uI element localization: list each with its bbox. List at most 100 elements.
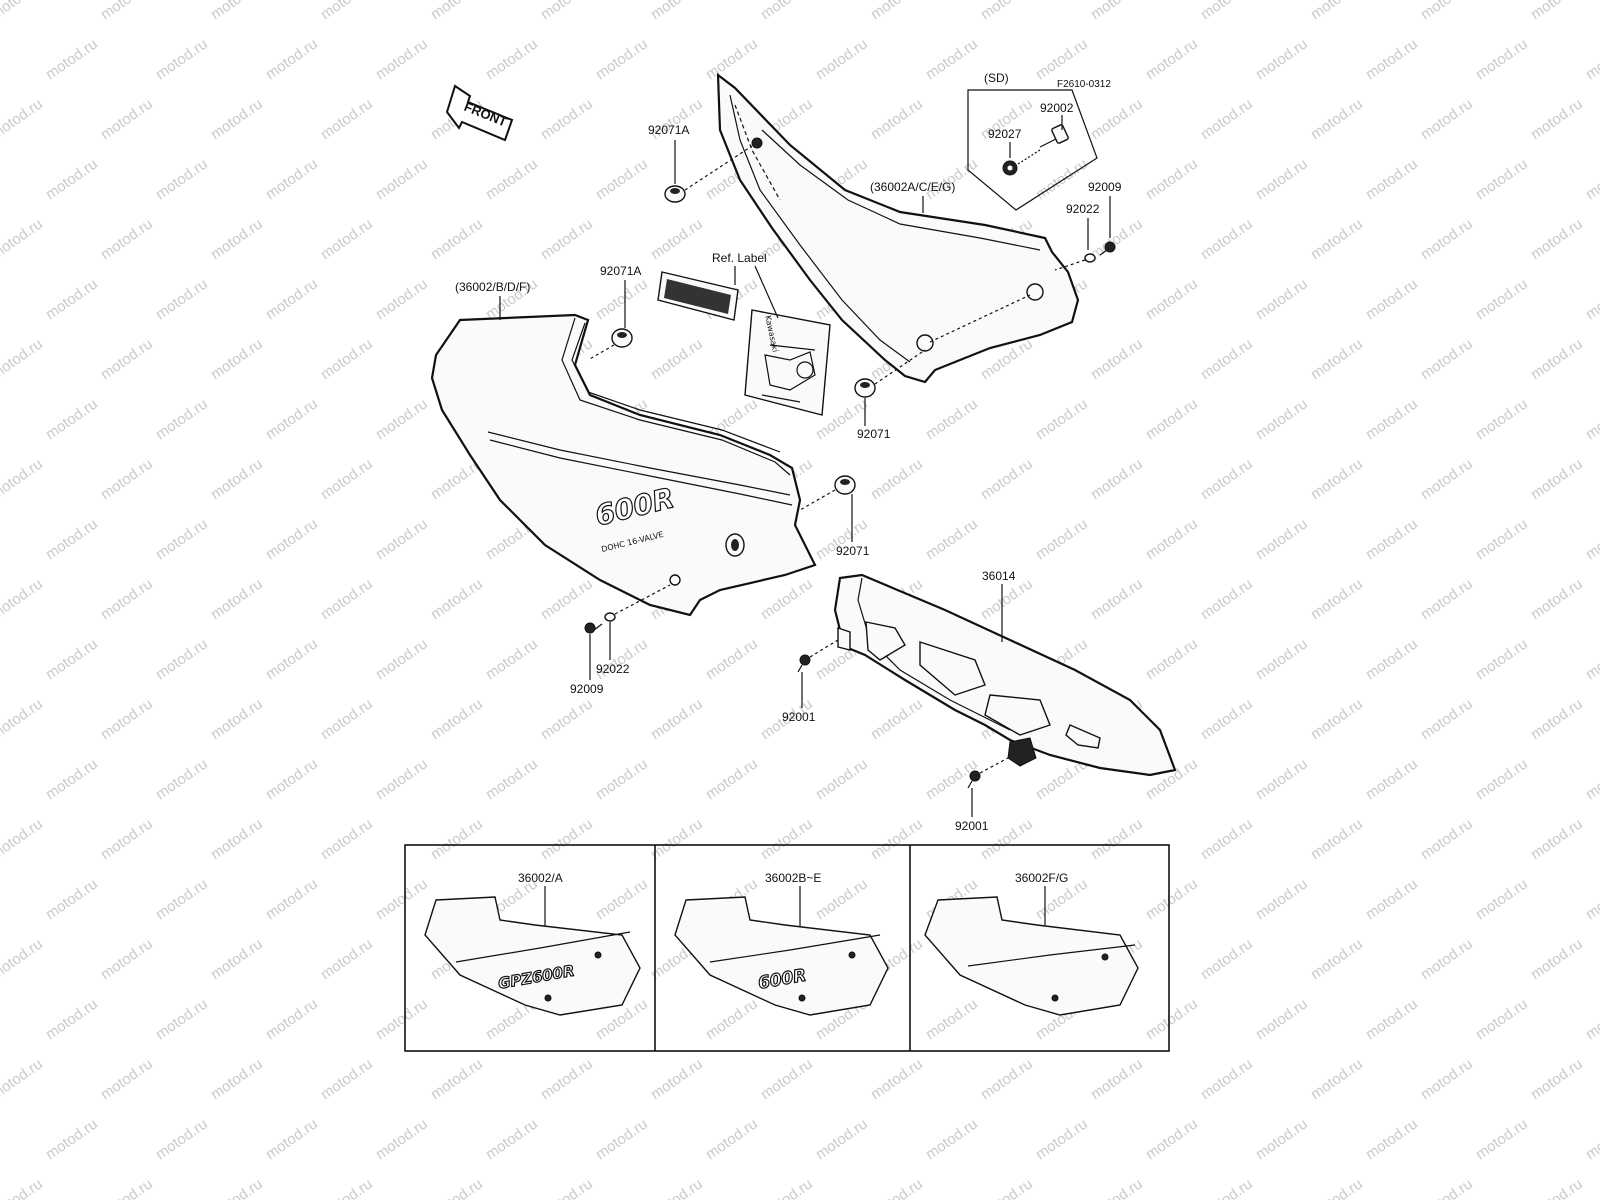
watermark-text: motod.ru: [1198, 1175, 1256, 1200]
watermark-text: motod.ru: [1528, 695, 1586, 743]
front-arrow-icon: FRONT: [445, 84, 514, 142]
watermark-text: motod.ru: [1143, 275, 1201, 323]
variant-label-36002fg: 36002F/G: [1015, 871, 1068, 885]
watermark-text: motod.ru: [208, 575, 266, 623]
watermark-text: motod.ru: [1583, 35, 1600, 83]
watermark-text: motod.ru: [593, 755, 651, 803]
watermark-text: motod.ru: [703, 635, 761, 683]
watermark-text: motod.ru: [1308, 215, 1366, 263]
watermark-text: motod.ru: [1143, 875, 1201, 923]
watermark-text: motod.ru: [978, 0, 1036, 23]
watermark-text: motod.ru: [1308, 695, 1366, 743]
watermark-text: motod.ru: [98, 695, 156, 743]
watermark-text: motod.ru: [98, 1055, 156, 1103]
watermark-text: motod.ru: [318, 575, 376, 623]
label-92027: 92027: [988, 127, 1022, 141]
watermark-text: motod.ru: [1198, 815, 1256, 863]
watermark-text: motod.ru: [263, 395, 321, 443]
watermark-text: motod.ru: [98, 335, 156, 383]
watermark-text: motod.ru: [1198, 455, 1256, 503]
watermark-text: motod.ru: [153, 875, 211, 923]
watermark-text: motod.ru: [373, 395, 431, 443]
watermark-text: motod.ru: [1363, 875, 1421, 923]
watermark-text: motod.ru: [1033, 395, 1091, 443]
watermark-text: motod.ru: [1473, 515, 1531, 563]
watermark-text: motod.ru: [483, 755, 541, 803]
watermark-text: motod.ru: [868, 0, 926, 23]
watermark-text: motod.ru: [593, 35, 651, 83]
watermark-text: motod.ru: [868, 815, 926, 863]
nut-92027: [1002, 149, 1041, 176]
label-36002bdf: (36002/B/D/F): [455, 280, 530, 294]
watermark-text: motod.ru: [1363, 635, 1421, 683]
watermark-text: motod.ru: [1143, 395, 1201, 443]
watermark-text: motod.ru: [538, 0, 596, 23]
watermark-text: motod.ru: [1088, 95, 1146, 143]
watermark-text: motod.ru: [208, 695, 266, 743]
watermark-text: motod.ru: [538, 1175, 596, 1200]
watermark-text: motod.ru: [868, 455, 926, 503]
watermark-text: motod.ru: [868, 1055, 926, 1103]
label-36002acg: (36002A/C/E/G): [870, 180, 955, 194]
watermark-text: motod.ru: [318, 0, 376, 23]
watermark-text: motod.ru: [1253, 1115, 1311, 1163]
bolt-92002: [1039, 124, 1069, 148]
watermark-text: motod.ru: [428, 575, 486, 623]
watermark-text: motod.ru: [1473, 155, 1531, 203]
watermark-text: motod.ru: [318, 335, 376, 383]
watermark-text: motod.ru: [98, 815, 156, 863]
watermark-text: motod.ru: [208, 1055, 266, 1103]
watermark-text: motod.ru: [868, 95, 926, 143]
watermark-text: motod.ru: [43, 1115, 101, 1163]
watermark-text: motod.ru: [703, 35, 761, 83]
watermark-text: motod.ru: [1253, 155, 1311, 203]
label-92002: 92002: [1040, 101, 1074, 115]
grommet-92071-mid: [799, 475, 856, 511]
bolt-92001-a: [797, 639, 839, 673]
watermark-text: motod.ru: [0, 1175, 46, 1200]
watermark-text: motod.ru: [593, 1115, 651, 1163]
watermark-text: motod.ru: [1143, 995, 1201, 1043]
watermark-text: motod.ru: [43, 395, 101, 443]
watermark-text: motod.ru: [1583, 275, 1600, 323]
watermark-text: motod.ru: [1308, 335, 1366, 383]
watermark-text: motod.ru: [1088, 215, 1146, 263]
watermark-text: motod.ru: [263, 275, 321, 323]
watermark-text: motod.ru: [98, 455, 156, 503]
watermark-text: motod.ru: [1418, 1175, 1476, 1200]
watermark-text: motod.ru: [1583, 395, 1600, 443]
watermark-text: motod.ru: [153, 395, 211, 443]
variant-label-36002a: 36002/A: [518, 871, 563, 885]
watermark-text: motod.ru: [1528, 815, 1586, 863]
watermark-text: motod.ru: [1253, 755, 1311, 803]
watermark-text: motod.ru: [0, 215, 46, 263]
watermark-text: motod.ru: [1528, 0, 1586, 23]
watermark-text: motod.ru: [43, 275, 101, 323]
watermark-text: motod.ru: [1363, 515, 1421, 563]
watermark-text: motod.ru: [153, 155, 211, 203]
watermark-text: motod.ru: [373, 1115, 431, 1163]
watermark-text: motod.ru: [758, 815, 816, 863]
watermark-text: motod.ru: [593, 275, 651, 323]
washer-92022-left: [604, 584, 671, 622]
watermark-text: motod.ru: [98, 935, 156, 983]
watermark-text: motod.ru: [538, 95, 596, 143]
sd-header: (SD): [984, 71, 1009, 85]
watermark-text: motod.ru: [1088, 815, 1146, 863]
watermark-text: motod.ru: [923, 1115, 981, 1163]
watermark-text: motod.ru: [208, 455, 266, 503]
watermark-text: motod.ru: [648, 215, 706, 263]
watermark-text: motod.ru: [373, 635, 431, 683]
grommet-92071-right: [854, 294, 1031, 398]
label-92071-mid: 92071: [836, 544, 870, 558]
watermark-text: motod.ru: [208, 95, 266, 143]
ref-label-strip: [657, 271, 739, 321]
watermark-text: motod.ru: [1528, 1055, 1586, 1103]
watermark-text: motod.ru: [593, 635, 651, 683]
watermark-text: motod.ru: [263, 1115, 321, 1163]
watermark-text: motod.ru: [318, 215, 376, 263]
watermark-text: motod.ru: [1528, 335, 1586, 383]
variant-36002be: 36002B~E 600R: [674, 871, 889, 1016]
watermark-text: motod.ru: [1033, 1115, 1091, 1163]
watermark-text: motod.ru: [153, 635, 211, 683]
